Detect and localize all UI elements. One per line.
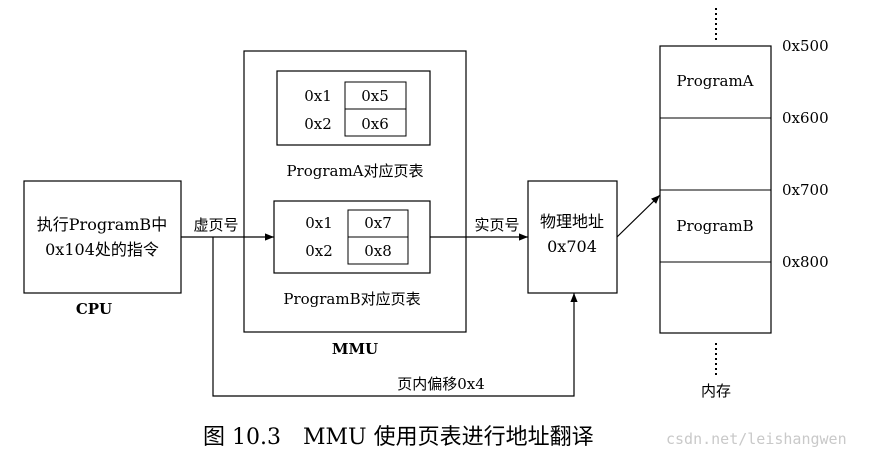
memory-address: 0x500 [782, 37, 829, 55]
page-table-b-cell [347, 209, 409, 238]
mmu-label: MMU [332, 340, 378, 358]
page-table-a-virtual: 0x2 [304, 115, 332, 133]
memory-program-a: ProgramA [676, 72, 753, 90]
memory-access-arrow [616, 194, 661, 238]
page-table-a-physical: 0x6 [361, 115, 389, 133]
page-table-b-cell [347, 236, 409, 265]
page-table-b-physical: 0x7 [364, 214, 392, 232]
page-table-b-label: ProgramB对应页表 [283, 290, 420, 308]
page-table-a-virtual: 0x1 [304, 87, 332, 105]
offset-label: 页内偏移0x4 [397, 375, 485, 393]
figure-caption: 图 10.3 MMU 使用页表进行地址翻译 [203, 425, 594, 450]
page-table-b-virtual: 0x1 [305, 214, 333, 232]
physical-address-label: 物理地址 [540, 212, 604, 231]
cpu-text-line1: 执行ProgramB中 [37, 215, 167, 234]
memory-address: 0x700 [782, 181, 829, 199]
page-table-b-virtual: 0x2 [305, 242, 333, 260]
page-table-a-cell [344, 108, 407, 137]
offset-arrow [212, 237, 578, 397]
memory-address: 0x800 [782, 253, 829, 271]
memory-label: 内存 [701, 382, 731, 400]
page-table-a-physical: 0x5 [361, 87, 389, 105]
memory-program-b: ProgramB [676, 217, 753, 235]
watermark: csdn.net/leishangwen [666, 430, 847, 448]
virtual-page-label: 虚页号 [193, 216, 238, 234]
page-table-a-label: ProgramA对应页表 [286, 162, 423, 180]
physical-address-value: 0x704 [547, 237, 597, 256]
cpu-text-line2: 0x104处的指令 [45, 240, 159, 259]
cpu-box [23, 180, 182, 294]
real-page-label: 实页号 [474, 216, 519, 234]
cpu-label: CPU [76, 300, 112, 318]
memory-address: 0x600 [782, 109, 829, 127]
page-table-b-physical: 0x8 [364, 242, 392, 260]
